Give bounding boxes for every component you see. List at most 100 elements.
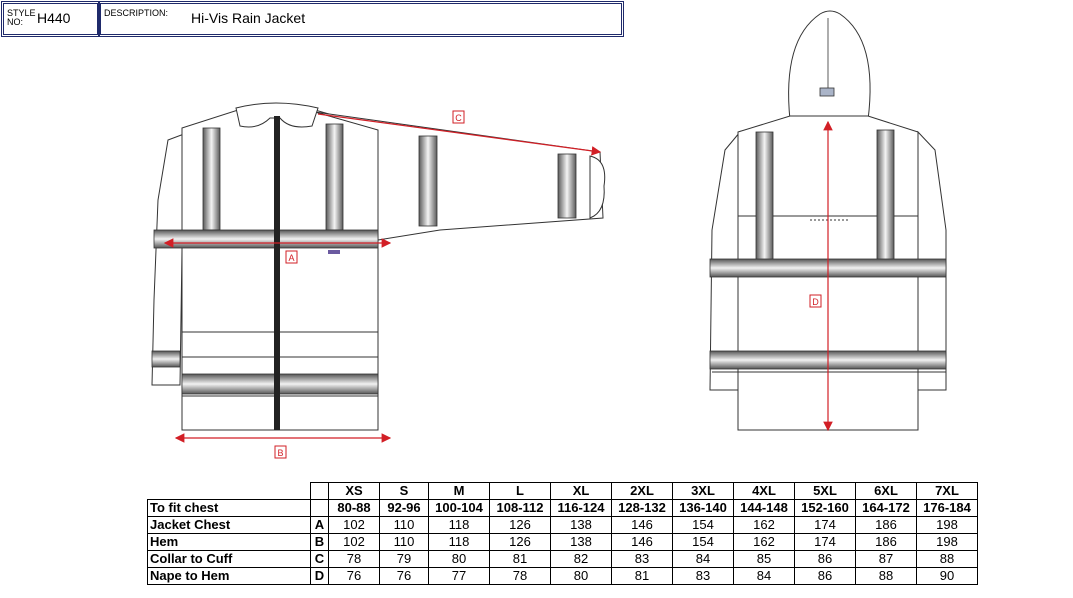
- size-header-4xl: 4XL: [733, 482, 795, 500]
- front-tape-brace-right: [325, 123, 344, 231]
- table-cell: 144-148: [733, 499, 795, 517]
- table-cell: 154: [672, 516, 734, 534]
- table-cell: 136-140: [672, 499, 734, 517]
- table-cell: 78: [328, 550, 380, 568]
- table-cell: 80: [550, 567, 612, 585]
- header-blank-letter: [310, 482, 329, 500]
- table-cell: 86: [794, 567, 856, 585]
- table-cell: 87: [855, 550, 917, 568]
- table-cell: 110: [379, 533, 429, 551]
- front-zip: [274, 116, 280, 430]
- table-cell: 152-160: [794, 499, 856, 517]
- size-header-s: S: [379, 482, 429, 500]
- header-blank-label: [147, 482, 311, 500]
- row-label: Hem: [147, 533, 311, 551]
- back-tape-brace-left: [755, 131, 774, 261]
- front-tape-sleeve-1: [418, 135, 438, 227]
- hood-tab: [819, 87, 835, 97]
- table-cell: 76: [328, 567, 380, 585]
- row-label: To fit chest: [147, 499, 311, 517]
- table-cell: 118: [428, 516, 490, 534]
- table-cell: 78: [489, 567, 551, 585]
- size-header-l: L: [489, 482, 551, 500]
- table-cell: 79: [379, 550, 429, 568]
- description-value: Hi-Vis Rain Jacket: [191, 10, 306, 26]
- row-label: Nape to Hem: [147, 567, 311, 585]
- table-cell: 84: [733, 567, 795, 585]
- row-letter: B: [310, 533, 329, 551]
- table-cell: 126: [489, 533, 551, 551]
- table-cell: 164-172: [855, 499, 917, 517]
- row-letter: A: [310, 516, 329, 534]
- table-cell: 154: [672, 533, 734, 551]
- table-cell: 82: [550, 550, 612, 568]
- row-letter: D: [310, 567, 329, 585]
- table-cell: 77: [428, 567, 490, 585]
- table-cell: 84: [672, 550, 734, 568]
- table-cell: 116-124: [550, 499, 612, 517]
- table-cell: 83: [611, 550, 673, 568]
- row-letter: [310, 499, 329, 517]
- size-header-6xl: 6XL: [855, 482, 917, 500]
- style-label-line1: STYLE: [7, 8, 36, 18]
- table-cell: 76: [379, 567, 429, 585]
- table-cell: 176-184: [916, 499, 978, 517]
- style-number-box: STYLE NO: H440: [1, 1, 100, 37]
- table-cell: 102: [328, 516, 380, 534]
- table-cell: 81: [611, 567, 673, 585]
- style-number-value: H440: [37, 10, 71, 26]
- measure-c-line: [317, 113, 602, 156]
- table-cell: 126: [489, 516, 551, 534]
- table-cell: 108-112: [489, 499, 551, 517]
- description-label: DESCRIPTION:: [104, 8, 169, 18]
- table-cell: 80: [428, 550, 490, 568]
- size-header-7xl: 7XL: [916, 482, 978, 500]
- table-cell: 198: [916, 516, 978, 534]
- table-cell: 88: [916, 550, 978, 568]
- table-cell: 146: [611, 516, 673, 534]
- table-cell: 146: [611, 533, 673, 551]
- table-cell: 118: [428, 533, 490, 551]
- front-collar: [235, 102, 319, 128]
- front-tape-chest: [153, 229, 379, 249]
- table-cell: 162: [733, 533, 795, 551]
- size-header-xs: XS: [328, 482, 380, 500]
- table-cell: 83: [672, 567, 734, 585]
- style-label-line2: NO:: [7, 17, 24, 27]
- size-header-m: M: [428, 482, 490, 500]
- table-cell: 92-96: [379, 499, 429, 517]
- table-cell: 162: [733, 516, 795, 534]
- table-cell: 186: [855, 516, 917, 534]
- back-hood: [788, 10, 871, 121]
- front-tape-cuff-left: [151, 350, 181, 368]
- table-cell: 80-88: [328, 499, 380, 517]
- size-header-2xl: 2XL: [611, 482, 673, 500]
- table-cell: 102: [328, 533, 380, 551]
- table-cell: 85: [733, 550, 795, 568]
- jacket-technical-drawing: A B C D: [151, 10, 947, 459]
- table-cell: 81: [489, 550, 551, 568]
- front-cuff: [589, 155, 606, 219]
- table-cell: 110: [379, 516, 429, 534]
- callout-b: B: [277, 448, 283, 458]
- table-cell: 186: [855, 533, 917, 551]
- description-box: DESCRIPTION: Hi-Vis Rain Jacket: [98, 1, 624, 37]
- callout-c: C: [455, 113, 462, 123]
- row-letter: C: [310, 550, 329, 568]
- size-header-5xl: 5XL: [794, 482, 856, 500]
- table-cell: 90: [916, 567, 978, 585]
- table-cell: 174: [794, 516, 856, 534]
- table-cell: 86: [794, 550, 856, 568]
- table-cell: 198: [916, 533, 978, 551]
- table-cell: 128-132: [611, 499, 673, 517]
- size-header-3xl: 3XL: [672, 482, 734, 500]
- callout-d: D: [812, 297, 819, 307]
- size-header-xl: XL: [550, 482, 612, 500]
